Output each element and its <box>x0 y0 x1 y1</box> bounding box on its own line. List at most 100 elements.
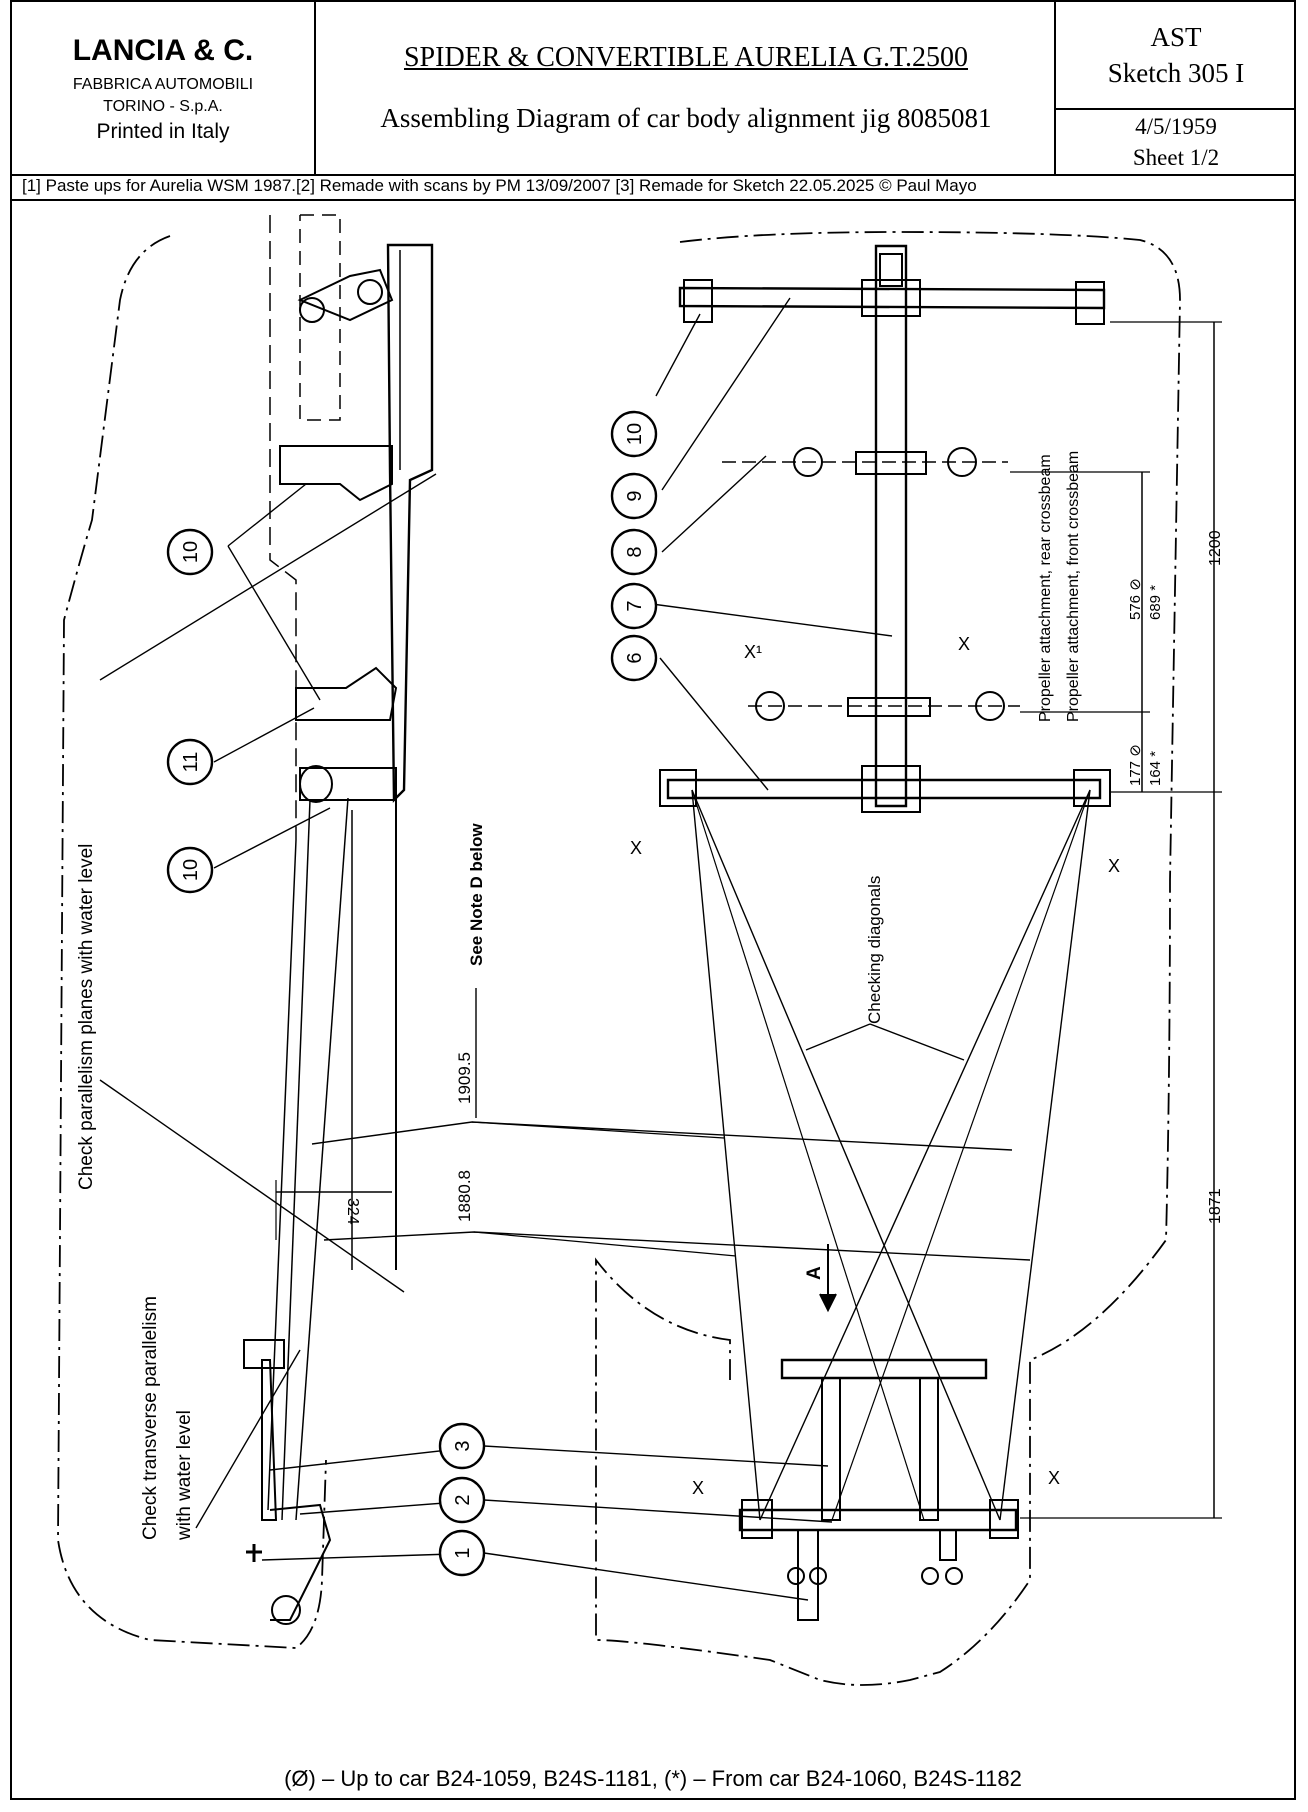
callout-9-text: 9 <box>624 490 646 501</box>
arrow-a-head <box>819 1293 837 1313</box>
dim-1909-text: 1909.5 <box>455 1052 474 1104</box>
plan-bottom-post-l <box>821 1377 841 1521</box>
dim-164-text: 164 * <box>1147 751 1164 786</box>
label-x-4: X <box>1048 1468 1060 1488</box>
label-arrow-a: A <box>804 1266 825 1280</box>
reference-cell: AST Sketch 305 I 4/5/1959 Sheet 1/2 <box>1056 0 1296 176</box>
side-top-bracket-eye2 <box>357 279 383 305</box>
side-inner-outline <box>269 215 297 840</box>
leader-check-parallel-b <box>99 473 437 681</box>
label-see-note-d: See Note D below <box>467 823 486 966</box>
diag-6 <box>831 789 1091 1521</box>
sheet-number: Sheet 1/2 <box>1132 145 1220 170</box>
label-x-2: X <box>1108 856 1120 876</box>
leader-10-top <box>655 313 701 397</box>
company-line2: FABBRICA AUTOMOBILI <box>72 76 254 93</box>
company-line3: TORINO - S.p.A. <box>103 98 223 115</box>
side-rear-knob <box>246 1544 262 1562</box>
label-prop-rear: Propeller attachment, rear crossbeam <box>1037 454 1054 722</box>
plan-centre-beam <box>874 244 908 808</box>
label-checking-diagonals: Checking diagonals <box>865 876 884 1024</box>
notes-divider <box>10 199 1296 201</box>
plan-prop-mount-2 <box>947 447 977 477</box>
leader-check-transverse <box>195 1349 301 1529</box>
plan-prop-rear-block <box>855 451 927 475</box>
dim-1880-text: 1880.8 <box>455 1170 474 1222</box>
side-pad-10a <box>279 445 393 502</box>
dim-689-text: 689 * <box>1147 585 1164 620</box>
diag-4 <box>999 789 1091 1521</box>
label-prop-front: Propeller attachment, front crossbeam <box>1065 451 1082 722</box>
leader-9 <box>661 297 791 491</box>
leader-10-left <box>227 483 307 547</box>
plan-prop-front-block <box>847 697 931 717</box>
level-line-1880 <box>323 1231 1031 1261</box>
plan-bottom-post-r <box>919 1377 939 1521</box>
header-divider <box>10 174 1296 176</box>
leader-10-low <box>213 807 331 869</box>
level-line-1909-b <box>471 1121 725 1139</box>
side-upper-outline <box>299 214 341 421</box>
plan-front-end-r <box>1073 769 1111 807</box>
label-x1: X¹ <box>744 642 762 662</box>
callout-10-top-text: 10 <box>624 423 646 445</box>
side-rear-foot-eye <box>271 1595 301 1625</box>
revision-notes: [1] Paste ups for Aurelia WSM 1987.[2] R… <box>22 176 977 195</box>
side-main-rail <box>386 243 434 803</box>
leader-3-b <box>483 1445 829 1467</box>
callout-2-text: 2 <box>452 1494 474 1505</box>
callout-8 <box>610 528 658 576</box>
plan-bottom-end-l <box>741 1499 773 1539</box>
callout-3-text: 3 <box>452 1440 474 1451</box>
callout-10-low-text: 10 <box>180 859 202 881</box>
plan-prop-mount-3 <box>755 691 785 721</box>
side-rear-foot <box>269 1503 332 1621</box>
plan-bottom-eye-1 <box>787 1567 805 1585</box>
diag-5 <box>691 789 925 1521</box>
callout-7-text: 7 <box>624 600 646 611</box>
title-cell: SPIDER & CONVERTIBLE AURELIA G.T.2500 As… <box>316 0 1056 176</box>
page-frame <box>10 0 1296 1800</box>
plan-prop-mount-1 <box>793 447 823 477</box>
plan-bottom-leg-r <box>939 1529 957 1561</box>
label-x-5: X <box>958 634 970 654</box>
diag-1 <box>691 789 761 1521</box>
side-pad-10b <box>299 767 397 801</box>
side-slope-b <box>295 797 349 1521</box>
company-line4: Printed in Italy <box>96 120 230 143</box>
plan-bottom-eye-3 <box>921 1567 939 1585</box>
plan-body-outline <box>595 231 1181 1686</box>
level-line-1909 <box>311 1121 1013 1151</box>
callout-6 <box>610 634 658 682</box>
leader-diagonals-l <box>805 1023 871 1051</box>
side-top-bracket <box>297 268 394 322</box>
side-pad-10b-eye <box>299 765 333 803</box>
ref-code: AST <box>1150 22 1202 52</box>
sketch-number: Sketch 305 I <box>1107 58 1245 88</box>
dim-1871-text: 1871 <box>1207 1188 1224 1224</box>
side-body-outline <box>57 235 327 1649</box>
plan-rear-crossbeam <box>678 286 1106 310</box>
footer-note: (Ø) – Up to car B24-1059, B24S-1181, (*)… <box>284 1766 1022 1791</box>
plan-bottom-eye-4 <box>945 1567 963 1585</box>
leader-check-parallel <box>99 1079 405 1293</box>
callout-1-text: 1 <box>452 1547 474 1558</box>
side-rail-lower <box>372 799 397 1270</box>
plan-front-end-l <box>659 769 697 807</box>
plan-bottom-frame-top <box>780 1358 988 1380</box>
label-with-water-level: with water level <box>174 1410 195 1541</box>
company-name: LANCIA & C. <box>72 34 254 67</box>
dim-576-text: 576 ⊘ <box>1127 578 1144 620</box>
side-rear-leg <box>261 1359 278 1521</box>
callout-11 <box>166 738 214 786</box>
drawing-subtitle: Assembling Diagram of car body alignment… <box>380 103 992 133</box>
plan-bottom-leg-l <box>797 1529 819 1621</box>
leader-8 <box>661 455 767 553</box>
label-x-1: X <box>630 838 642 858</box>
diag-2 <box>691 789 1001 1521</box>
callout-3 <box>438 1422 486 1470</box>
callout-9 <box>610 472 658 520</box>
side-top-bracket-eye <box>299 297 325 323</box>
callout-2 <box>438 1476 486 1524</box>
